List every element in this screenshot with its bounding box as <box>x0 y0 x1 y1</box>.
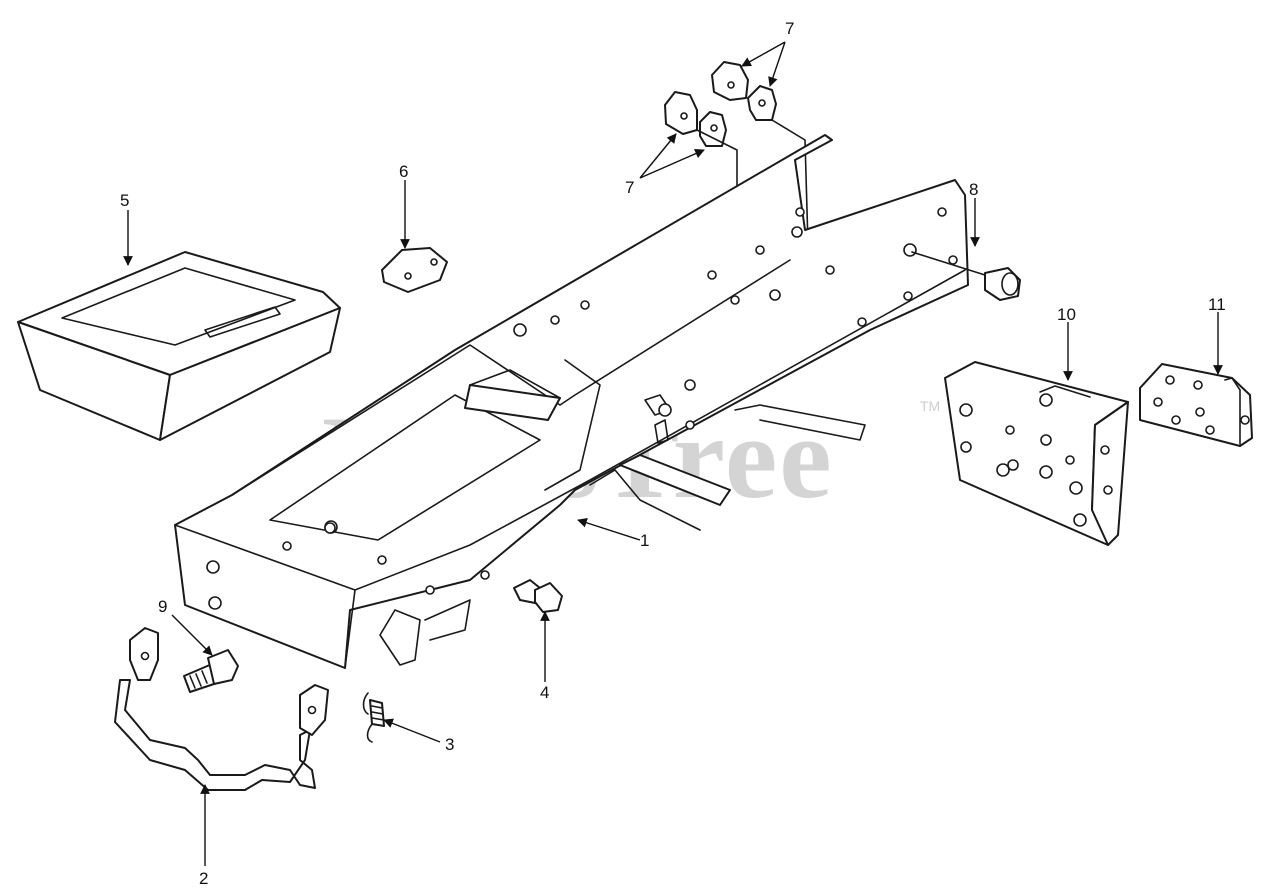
callout-labels: 5 6 7 7 8 10 11 1 9 4 3 2 <box>120 19 1226 888</box>
part-6-clip[interactable] <box>381 247 448 293</box>
part-8-bushing[interactable] <box>911 251 1021 301</box>
callout-7-upper: 7 <box>785 19 794 38</box>
callout-1: 1 <box>640 531 649 550</box>
callout-9: 9 <box>158 597 167 616</box>
callout-4: 4 <box>540 683 549 702</box>
part-10-hitch-plate[interactable] <box>944 361 1129 546</box>
callout-8: 8 <box>969 180 978 199</box>
part-2-bumper-bar[interactable] <box>114 627 329 791</box>
callout-6: 6 <box>399 162 408 181</box>
callout-2: 2 <box>199 869 208 888</box>
callout-5: 5 <box>120 191 129 210</box>
part-3-spring[interactable] <box>362 692 385 743</box>
part-5-battery-cover[interactable] <box>17 251 341 441</box>
leader-lines <box>123 41 1223 866</box>
part-11-bracket[interactable] <box>1139 363 1253 447</box>
watermark-trademark: TM <box>920 398 940 414</box>
part-1-frame[interactable] <box>174 134 969 669</box>
callout-3: 3 <box>445 735 454 754</box>
part-4-shoulder-bolt[interactable] <box>513 579 563 613</box>
part-9-bolt[interactable] <box>183 649 239 693</box>
part-7-clamps[interactable] <box>664 61 809 276</box>
callout-11: 11 <box>1208 295 1226 314</box>
callout-7-lower: 7 <box>625 178 634 197</box>
callout-10: 10 <box>1057 305 1076 324</box>
